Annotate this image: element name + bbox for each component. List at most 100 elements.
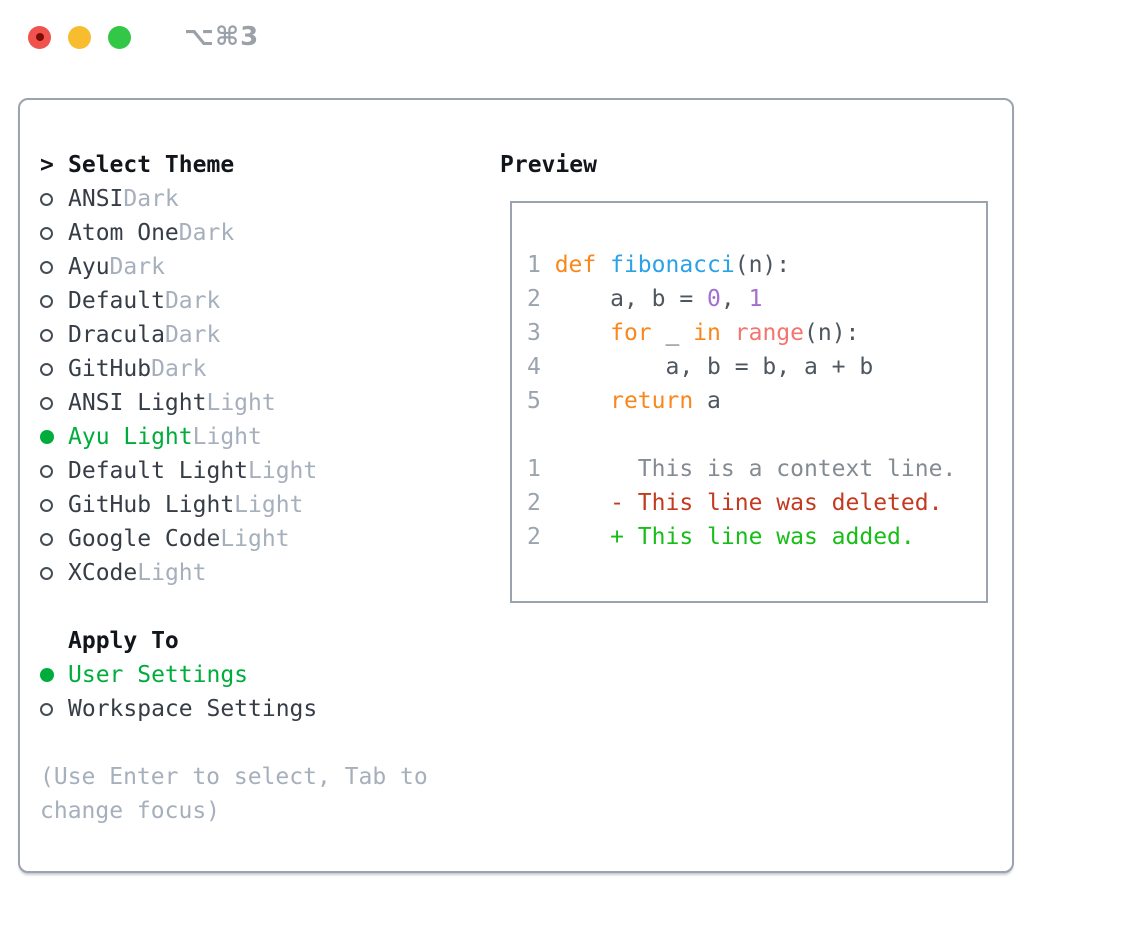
code-token-pl: a, b = b, a + b xyxy=(554,354,874,380)
radio-icon xyxy=(40,498,53,512)
line-number: 1 xyxy=(527,252,555,278)
theme-option-atom-one[interactable]: Atom One Dark xyxy=(40,216,500,250)
line-number: 2 xyxy=(527,490,555,516)
theme-option-github[interactable]: GitHub Dark xyxy=(40,352,500,386)
select-theme-header: > Select Theme xyxy=(40,148,500,182)
theme-option-default[interactable]: Default Dark xyxy=(40,284,500,318)
theme-option-google-code[interactable]: Google Code Light xyxy=(40,522,500,556)
theme-option-ansi[interactable]: ANSI Dark xyxy=(40,182,500,216)
radio-icon xyxy=(40,226,53,240)
radio-icon xyxy=(40,294,53,308)
radio-selected-icon xyxy=(40,430,54,444)
theme-variant-tag: Dark xyxy=(123,186,179,212)
radio-icon xyxy=(40,328,53,342)
code-line: 2 - This line was deleted. xyxy=(527,486,986,520)
focus-caret: > xyxy=(40,152,54,178)
theme-option-label: XCode xyxy=(68,560,138,586)
line-number xyxy=(527,422,541,448)
radio-icon xyxy=(40,192,53,206)
theme-variant-tag: Dark xyxy=(164,322,221,348)
line-number: 2 xyxy=(527,524,555,550)
code-token-pl: , xyxy=(720,286,749,312)
code-line: 1 This is a context line. xyxy=(527,452,986,486)
code-token-pl: a xyxy=(693,388,721,414)
window-shortcut-label: ⌥⌘3 xyxy=(184,22,260,52)
help-text: (Use Enter to select, Tab to change focu… xyxy=(40,764,428,824)
theme-option-github-light[interactable]: GitHub Light Light xyxy=(40,488,500,522)
code-token-kw: in xyxy=(693,320,721,346)
code-token-kw: return xyxy=(610,388,694,414)
minimize-button[interactable] xyxy=(68,25,91,49)
theme-variant-tag: Light xyxy=(220,526,290,552)
radio-icon xyxy=(40,702,53,716)
zoom-button[interactable] xyxy=(108,25,131,49)
preview-pane: Preview 1 def fibonacci(n):2 a, b = 0, 1… xyxy=(500,148,1012,871)
code-line: 2 a, b = 0, 1 xyxy=(527,282,986,316)
theme-option-label: Default Light xyxy=(68,458,249,484)
theme-option-dracula[interactable]: Dracula Dark xyxy=(40,318,500,352)
apply-option-label: Workspace Settings xyxy=(68,696,318,722)
code-token-pl: (n): xyxy=(734,252,791,278)
radio-icon xyxy=(40,532,53,546)
code-token-add: + This line was added. xyxy=(554,524,915,550)
theme-variant-tag: Light xyxy=(248,458,318,484)
theme-variant-tag: Dark xyxy=(164,288,221,314)
line-number: 5 xyxy=(527,388,555,414)
radio-icon xyxy=(40,566,53,580)
theme-option-label: Default xyxy=(68,288,165,314)
code-token-pl xyxy=(721,320,735,346)
theme-option-label: ANSI xyxy=(68,186,124,212)
apply-option-user-settings[interactable]: User Settings xyxy=(40,658,500,692)
radio-selected-icon xyxy=(40,668,54,682)
radio-icon xyxy=(40,396,53,410)
theme-variant-tag: Light xyxy=(192,424,262,450)
code-token-num: 0 xyxy=(707,286,721,312)
radio-icon xyxy=(40,464,53,478)
theme-option-label: Ayu xyxy=(68,254,110,280)
line-number: 2 xyxy=(527,286,555,312)
theme-option-label: Google Code xyxy=(68,526,221,552)
code-line xyxy=(527,418,986,452)
select-theme-title: Select Theme xyxy=(68,152,235,178)
code-line: 4 a, b = b, a + b xyxy=(527,350,986,384)
code-token-pl: a, b = xyxy=(554,286,708,312)
theme-variant-tag: Dark xyxy=(109,254,165,280)
preview-title: Preview xyxy=(500,152,597,178)
code-token-pl: _ xyxy=(651,320,694,346)
theme-option-label: ANSI Light xyxy=(68,390,207,416)
code-line: 3 for _ in range(n): xyxy=(527,316,986,350)
theme-option-ansi-light[interactable]: ANSI Light Light xyxy=(40,386,500,420)
theme-variant-tag: Light xyxy=(137,560,207,586)
line-number: 4 xyxy=(527,354,555,380)
close-button[interactable] xyxy=(28,25,51,49)
theme-option-label: GitHub xyxy=(68,356,152,382)
theme-option-xcode[interactable]: XCode Light xyxy=(40,556,500,590)
code-line: 1 def fibonacci(n): xyxy=(527,248,986,282)
code-token-pl xyxy=(555,388,610,414)
theme-option-label: Dracula xyxy=(68,322,165,348)
line-number: 3 xyxy=(527,320,555,346)
code-line: 2 + This line was added. xyxy=(527,520,986,554)
theme-option-label: Ayu Light xyxy=(68,424,193,450)
theme-option-label: GitHub Light xyxy=(68,492,235,518)
code-token-ctx: This is a context line. xyxy=(554,456,957,482)
code-token-num: 1 xyxy=(748,286,763,312)
code-line: 5 return a xyxy=(527,384,986,418)
theme-variant-tag: Dark xyxy=(178,220,235,246)
apply-option-workspace-settings[interactable]: Workspace Settings xyxy=(40,692,500,726)
close-button-dot-icon xyxy=(35,33,44,41)
theme-option-ayu-light[interactable]: Ayu Light Light xyxy=(40,420,500,454)
theme-option-default-light[interactable]: Default Light Light xyxy=(40,454,500,488)
code-token-pl xyxy=(555,320,610,346)
radio-icon xyxy=(40,260,53,274)
code-token-pl: (n): xyxy=(804,320,860,346)
apply-to-title: Apply To xyxy=(68,628,179,654)
theme-option-ayu[interactable]: Ayu Dark xyxy=(40,250,500,284)
apply-to-header: Apply To xyxy=(40,624,500,658)
